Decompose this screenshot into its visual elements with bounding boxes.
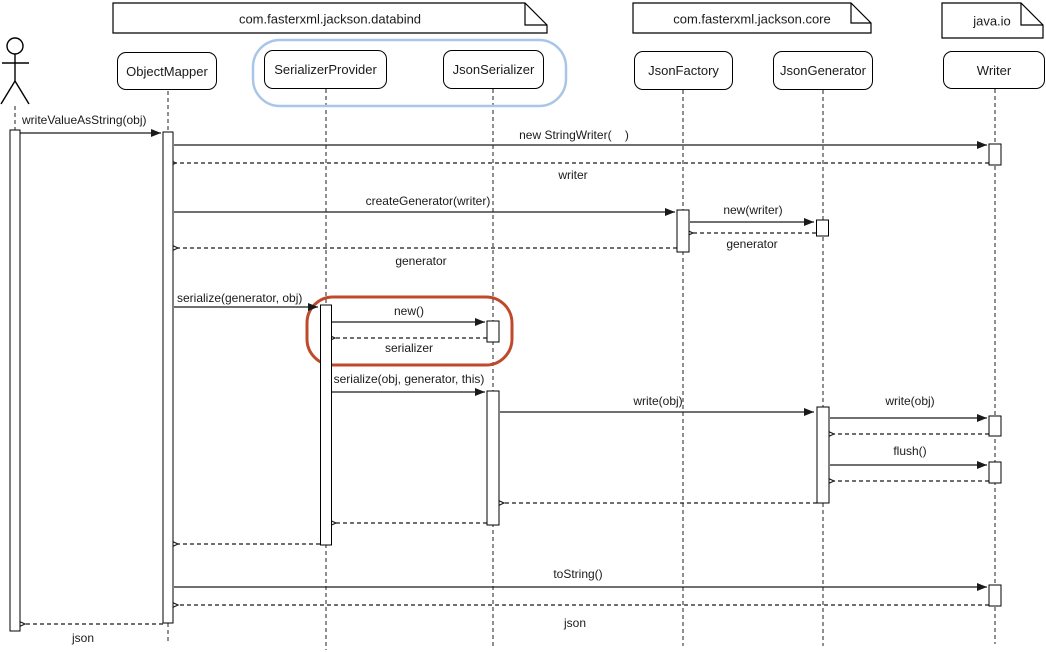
package-note-core bbox=[632, 2, 872, 34]
activation-serializerprovider bbox=[320, 304, 332, 546]
activation-writer-flush bbox=[988, 461, 1002, 484]
activation-writer-write bbox=[988, 415, 1002, 437]
activation-writer-tostring bbox=[988, 584, 1002, 607]
message-label-flush: flush() bbox=[893, 444, 927, 458]
note-shape bbox=[632, 2, 872, 34]
message-label-new-writer: new(writer) bbox=[723, 203, 783, 217]
message-label-write-obj-1: write(obj) bbox=[633, 394, 683, 408]
activation-jsonserializer-new bbox=[486, 320, 500, 343]
activation-jsongenerator-new bbox=[816, 219, 829, 237]
message-label-new-stringwriter: new StringWriter( ) bbox=[519, 128, 629, 142]
actor-icon bbox=[0, 37, 30, 105]
note-fold-icon bbox=[1020, 3, 1043, 26]
message-label-json-1: json bbox=[563, 616, 587, 630]
activation-writer-stringwriter bbox=[988, 143, 1002, 166]
lifeline-head-serializerprovider: SerializerProvider bbox=[264, 50, 387, 89]
activation-jsonfactory bbox=[676, 209, 690, 253]
message-label-json-2: json bbox=[71, 631, 95, 645]
message-label-new: new() bbox=[393, 304, 425, 318]
package-note-javaio bbox=[941, 2, 1044, 39]
message-label-writer: writer bbox=[558, 168, 588, 182]
package-label-javaio: java.io bbox=[973, 13, 1011, 29]
highlight-blue-annotation bbox=[251, 38, 568, 108]
actor-leg-left bbox=[0, 80, 16, 105]
messages bbox=[14, 129, 989, 630]
message-label-serialize-obj-generator-this: serialize(obj, generator, this) bbox=[333, 372, 485, 386]
package-label-core: com.fasterxml.jackson.core bbox=[673, 11, 831, 27]
message-label-serializer: serializer bbox=[384, 341, 434, 355]
package-label-databind: com.fasterxml.jackson.databind bbox=[238, 11, 422, 27]
activation-objectmapper bbox=[162, 131, 174, 624]
lifeline-head-objectmapper: ObjectMapper bbox=[117, 52, 217, 90]
message-label-creategenerator: createGenerator(writer) bbox=[365, 194, 491, 208]
message-label-write-obj-2: write(obj) bbox=[885, 394, 935, 408]
lifeline-head-writer: Writer bbox=[943, 51, 1045, 89]
activations bbox=[9, 129, 1002, 632]
activation-jsonserializer-serialize bbox=[486, 390, 500, 526]
message-label-serialize-generator-obj: serialize(generator, obj) bbox=[177, 291, 303, 305]
package-note-databind bbox=[112, 2, 548, 34]
note-shape bbox=[941, 2, 1044, 39]
activation-actor bbox=[9, 129, 21, 632]
lifelines bbox=[14, 89, 996, 650]
message-label-writevalueasstring: writeValueAsString(obj) bbox=[22, 113, 147, 127]
message-label-generator-1: generator bbox=[726, 237, 778, 251]
actor-leg-right bbox=[14, 80, 30, 105]
highlight-red-annotation bbox=[305, 295, 514, 367]
note-fold-icon bbox=[524, 3, 547, 26]
lifeline-head-jsonserializer: JsonSerializer bbox=[443, 50, 544, 89]
message-label-tostring: toString() bbox=[553, 567, 603, 581]
note-shape bbox=[112, 2, 548, 34]
message-label-generator-2: generator bbox=[395, 254, 447, 268]
lifeline-head-jsonfactory: JsonFactory bbox=[634, 51, 733, 90]
actor-head bbox=[6, 37, 24, 55]
activation-jsongenerator-write bbox=[816, 406, 830, 504]
note-fold-icon bbox=[850, 3, 871, 24]
lifeline-head-jsongenerator: JsonGenerator bbox=[773, 51, 873, 90]
